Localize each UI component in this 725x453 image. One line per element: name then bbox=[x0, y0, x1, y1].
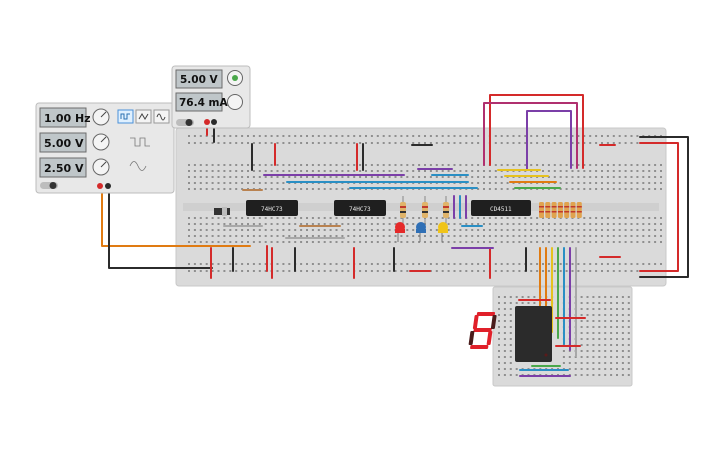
amplitude-display: 5.00 V bbox=[39, 132, 87, 153]
chip-cd4511[interactable]: CD4511 bbox=[471, 200, 531, 216]
decimal-point bbox=[544, 353, 548, 357]
offset-value: 2.50 V bbox=[44, 162, 84, 175]
resistor-led-0[interactable] bbox=[400, 202, 406, 218]
segment-e[interactable] bbox=[468, 331, 475, 345]
segment-g[interactable] bbox=[473, 328, 492, 332]
function-generator[interactable]: 1.00 Hz 5.00 V 2.50 V bbox=[35, 102, 175, 194]
wire-top-purple-loop[interactable] bbox=[526, 110, 572, 171]
current-display: 76.4 mA bbox=[175, 92, 229, 112]
segment-b[interactable] bbox=[490, 315, 497, 329]
voltage-display: 5.00 V bbox=[175, 69, 223, 89]
ps-positive-terminal[interactable] bbox=[204, 119, 210, 125]
frequency-display: 1.00 Hz bbox=[39, 107, 91, 128]
fg-positive-terminal[interactable] bbox=[97, 183, 103, 189]
wire-right-black-rail[interactable] bbox=[639, 136, 689, 278]
resistor-led-1[interactable] bbox=[422, 202, 428, 218]
square-wave-icon[interactable] bbox=[117, 109, 134, 124]
wires-layer[interactable] bbox=[101, 94, 689, 377]
wire-right-red-rail[interactable] bbox=[639, 142, 679, 272]
current-value: 76.4 mA bbox=[179, 97, 229, 109]
segment-a[interactable] bbox=[476, 312, 496, 316]
slide-switch[interactable] bbox=[214, 207, 230, 216]
segment-d[interactable] bbox=[470, 345, 489, 349]
display-breadboard[interactable] bbox=[492, 286, 633, 387]
voltage-value: 5.00 V bbox=[180, 74, 219, 86]
resistor-segment-4[interactable] bbox=[564, 202, 570, 218]
wire-fg-ground[interactable] bbox=[108, 185, 213, 269]
resistor-segment-2[interactable] bbox=[551, 202, 557, 218]
chip-74hc73-2[interactable]: 74HC73 bbox=[334, 200, 386, 216]
resistor-segment-1[interactable] bbox=[545, 202, 551, 218]
wire-top-red-loop[interactable] bbox=[489, 94, 584, 169]
led-yellow[interactable] bbox=[438, 222, 448, 242]
wire-fg-signal[interactable] bbox=[101, 185, 251, 247]
chip-label: CD4511 bbox=[490, 206, 512, 213]
wire-top-magenta-loop[interactable] bbox=[483, 102, 578, 169]
chip-label: 74HC73 bbox=[261, 206, 283, 213]
amplitude-value: 5.00 V bbox=[44, 137, 84, 150]
resistors[interactable] bbox=[400, 196, 582, 230]
waveform-preview-icon bbox=[130, 137, 150, 147]
sine-wave-icon[interactable] bbox=[153, 109, 170, 124]
resistor-segment-5[interactable] bbox=[570, 202, 576, 218]
sine-preview-icon bbox=[129, 161, 147, 171]
resistor-segment-6[interactable] bbox=[576, 202, 582, 218]
fg-negative-terminal[interactable] bbox=[105, 183, 111, 189]
led-blue[interactable] bbox=[416, 222, 426, 242]
seven-segment-display[interactable] bbox=[468, 306, 552, 362]
resistor-led-2[interactable] bbox=[443, 202, 449, 218]
digit-segments bbox=[468, 312, 497, 349]
segment-c[interactable] bbox=[486, 331, 493, 345]
current-knob[interactable] bbox=[227, 94, 243, 110]
frequency-value: 1.00 Hz bbox=[44, 112, 91, 125]
chip-label: 74HC73 bbox=[349, 206, 371, 213]
resistor-segment-3[interactable] bbox=[557, 202, 563, 218]
power-supply[interactable]: 5.00 V 76.4 mA bbox=[171, 65, 251, 129]
segment-f[interactable] bbox=[472, 315, 479, 329]
chip-74hc73-1[interactable]: 74HC73 bbox=[246, 200, 298, 216]
resistor-segment-0[interactable] bbox=[539, 202, 544, 218]
offset-display: 2.50 V bbox=[39, 157, 87, 178]
led-red[interactable] bbox=[395, 222, 405, 242]
ps-negative-terminal[interactable] bbox=[211, 119, 217, 125]
